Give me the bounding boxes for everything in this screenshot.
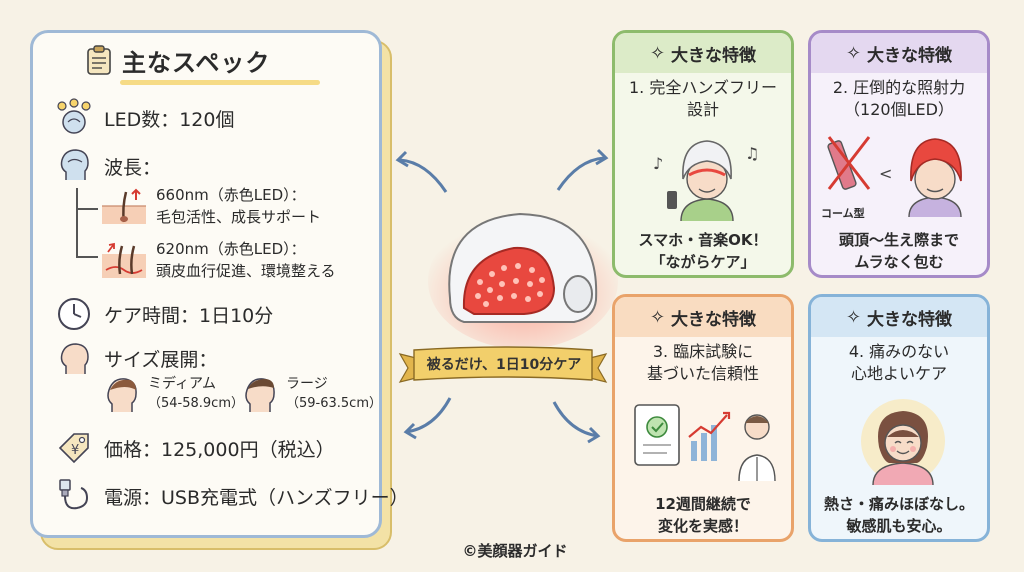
checklist-chart-doctor-icon: [634, 404, 776, 481]
feature-heading: 大きな特徴: [867, 309, 953, 330]
spec-size-row: サイズ展開：: [54, 338, 217, 378]
feature-title-line2: 基づいた信頼性: [646, 364, 759, 383]
feature-heading: 大きな特徴: [867, 45, 953, 66]
feature-heading-row: ✧ 大きな特徴: [615, 297, 791, 337]
svg-text:♪: ♪: [653, 154, 663, 173]
medium-head-icon: [107, 378, 137, 412]
size-large-range: （59-63.5cm）: [286, 396, 382, 411]
spec-size: サイズ展開：: [104, 348, 218, 371]
wave2-line2: 頭皮血行促進、環境整える: [156, 262, 336, 280]
head-profile-icon: [60, 149, 89, 180]
head-outline-icon: [60, 343, 89, 374]
tree-branch-1: [76, 208, 98, 210]
feature-heading: 大きな特徴: [671, 309, 757, 330]
spec-price: 価格：125,000円（税込）: [104, 438, 335, 461]
comb-label: コーム型: [821, 207, 865, 220]
arrow-to-feature-bottom: [552, 401, 601, 444]
feature-desc-line2: 「ながらケア」: [650, 253, 756, 271]
feature-title-line2: 心地よいケア: [850, 364, 947, 383]
spec-care-row: ケア時間：1日10分: [54, 294, 273, 334]
feature-desc-line1: スマホ・音楽OK！: [638, 231, 768, 249]
feature-title-line2: （120個LED）: [844, 100, 954, 119]
led-helmet-illustration: [428, 212, 618, 346]
arrow-to-spec-top: [395, 150, 448, 193]
wave2-line1: 620nm（赤色LED）：: [156, 240, 306, 258]
scalp-blood-icon: [102, 242, 146, 278]
spec-led: LED数：120個: [104, 108, 235, 131]
feature-card-hands-free: ✧ 大きな特徴 1. 完全ハンズフリー 設計 ♪ ♫ スマホ・音楽OK！ 「なが…: [612, 30, 794, 278]
sparkle-icon: ✧: [845, 42, 862, 64]
ribbon-banner: [398, 346, 608, 383]
feature-heading-row: ✧ 大きな特徴: [811, 297, 987, 337]
arrow-to-spec-bottom: [403, 397, 452, 440]
feature-title-line1: 2. 圧倒的な照射力: [832, 78, 966, 97]
size-medium-name: ミディアム: [148, 376, 217, 392]
feature-desc-line1: 12週間継続で: [655, 495, 751, 513]
price-tag-symbol: ¥: [71, 443, 79, 458]
svg-text:♫: ♫: [745, 144, 759, 163]
wave1-line1: 660nm（赤色LED）：: [156, 186, 306, 204]
svg-text:<: <: [879, 164, 892, 183]
title-underline: [120, 80, 320, 85]
feature-desc-line2: ムラなく包む: [854, 253, 944, 271]
sparkle-icon: ✧: [649, 306, 666, 328]
size-medium: ミディアム （54-58.9cm）: [104, 374, 244, 414]
spec-title-row: 主なスペック: [86, 40, 270, 80]
clipboard-icon: [87, 45, 111, 75]
sparkle-icon: ✧: [845, 306, 862, 328]
price-tag-icon: ¥: [58, 433, 89, 464]
feature-title-line1: 3. 臨床試験に: [652, 342, 754, 361]
spec-care-time: ケア時間：1日10分: [104, 304, 274, 327]
spec-power-row: 電源：USB充電式（ハンズフリー）: [54, 476, 409, 516]
spec-wavelength-row: 波長：: [54, 146, 161, 186]
smiling-woman-icon: [861, 399, 945, 485]
feature-card-painless: ✧ 大きな特徴 4. 痛みのない 心地よいケア 熱さ・痛みほぼなし。 敏感肌も安…: [808, 294, 990, 542]
head-bulbs-icon: [57, 98, 91, 134]
tree-branch-2: [76, 256, 98, 258]
feature-desc-line2: 変化を実感！: [657, 517, 748, 535]
spec-power: 電源：USB充電式（ハンズフリー）: [104, 486, 409, 509]
feature-card-led-power: ✧ 大きな特徴 2. 圧倒的な照射力 （120個LED） < コーム型 頭頂〜生…: [808, 30, 990, 278]
size-medium-range: （54-58.9cm）: [148, 396, 244, 411]
spec-title: 主なスペック: [122, 48, 271, 77]
comb-vs-helmet-icon: <: [827, 136, 962, 217]
spec-wavelength: 波長：: [104, 156, 162, 179]
feature-title-line2: 設計: [686, 100, 719, 119]
feature-heading: 大きな特徴: [671, 45, 757, 66]
sparkle-icon: ✧: [649, 42, 666, 64]
feature-card-clinical: ✧ 大きな特徴 3. 臨床試験に 基づいた信頼性 12週間継続で 変化を実感！: [612, 294, 794, 542]
size-large: ラージ （59-63.5cm）: [242, 374, 382, 414]
feature-title-line1: 4. 痛みのない: [848, 342, 950, 361]
copyright: ©美顔器ガイド: [462, 542, 568, 560]
feature-desc-line2: 敏感肌も安心。: [846, 517, 952, 535]
clock-icon: [58, 298, 90, 330]
arrow-to-feature-top: [556, 148, 609, 191]
large-head-icon: [245, 378, 275, 412]
feature-heading-row: ✧ 大きな特徴: [811, 33, 987, 73]
hair-follicle-icon: [102, 188, 146, 224]
feature-desc-line1: 頭頂〜生え際まで: [838, 231, 959, 249]
ribbon-text: 被るだけ、1日10分ケア: [426, 357, 582, 373]
woman-with-helmet-phone-icon: ♪ ♫: [653, 140, 759, 221]
spec-panel: [30, 30, 382, 538]
tree-vertical: [76, 188, 78, 256]
feature-title-line1: 1. 完全ハンズフリー: [628, 78, 778, 97]
spec-led-row: LED数：120個: [54, 98, 235, 138]
usb-cable-icon: [59, 479, 89, 510]
wave1-line2: 毛包活性、成長サポート: [156, 208, 322, 226]
size-large-name: ラージ: [286, 376, 328, 392]
feature-desc-line1: 熱さ・痛みほぼなし。: [823, 495, 974, 513]
feature-heading-row: ✧ 大きな特徴: [615, 33, 791, 73]
spec-price-row: ¥ 価格：125,000円（税込）: [54, 428, 335, 468]
